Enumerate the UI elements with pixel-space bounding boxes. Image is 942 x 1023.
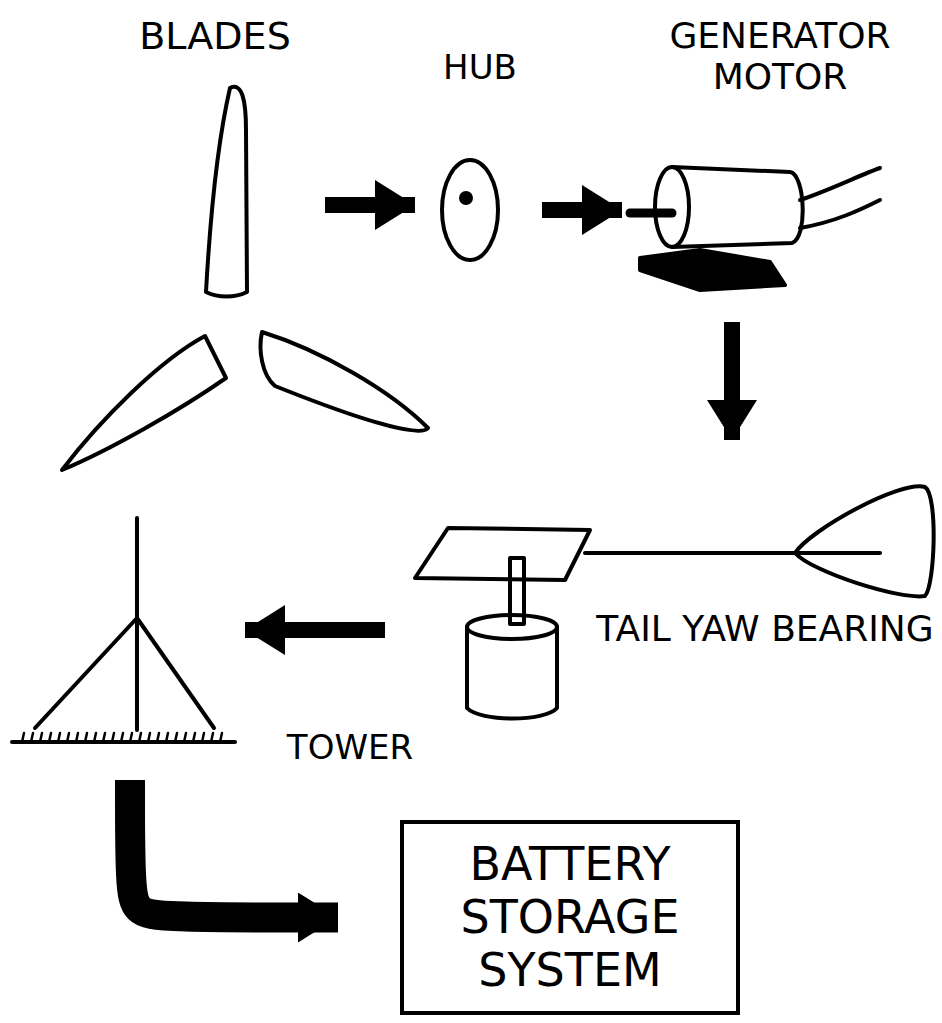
grass-stroke (202, 733, 204, 742)
grass-stroke (40, 733, 42, 742)
grass-stroke (112, 733, 114, 742)
grass-stroke (193, 733, 195, 742)
grass-stroke (148, 733, 150, 742)
flow-arrow (325, 197, 415, 213)
blade-drawing (62, 336, 226, 470)
grass-stroke (220, 733, 222, 742)
hub-part: HUB (420, 40, 520, 265)
blades-part: BLADES (55, 15, 320, 485)
tower-part: TOWER (10, 510, 240, 750)
flow-arrow (245, 622, 385, 638)
grass-stroke (76, 733, 78, 742)
part-label: TAIL YAW BEARING (595, 608, 935, 649)
flow-arrow (542, 202, 622, 218)
grass-stroke (211, 733, 213, 742)
grass-stroke (121, 733, 123, 742)
generator-drawing (630, 167, 880, 290)
grass-stroke (67, 733, 69, 742)
grass-stroke (184, 733, 186, 742)
grass-stroke (175, 733, 177, 742)
tower-drawing (12, 518, 235, 742)
grass-stroke (157, 733, 159, 742)
grass-stroke (166, 733, 168, 742)
flow-arrow (130, 780, 338, 918)
grass-texture (22, 733, 222, 742)
blade-drawing (261, 332, 428, 431)
tail-yaw-drawing (415, 486, 934, 718)
tail-yaw-part: TAIL YAW BEARING (405, 445, 935, 720)
grass-stroke (85, 733, 87, 742)
grass-stroke (94, 733, 96, 742)
grass-stroke (31, 733, 33, 742)
part-label: HUB (430, 48, 530, 87)
storage-box: BATTERY STORAGE SYSTEM (400, 820, 740, 1015)
grass-stroke (49, 733, 51, 742)
grass-stroke (58, 733, 60, 742)
grass-stroke (130, 733, 132, 742)
grass-stroke (103, 733, 105, 742)
grass-stroke (22, 733, 24, 742)
part-label: TOWER (265, 728, 435, 767)
hub-center (461, 193, 471, 203)
hub-drawing (442, 160, 498, 260)
blade-drawing (206, 87, 247, 297)
flow-arrow (724, 322, 740, 440)
box-text: BATTERY STORAGE SYSTEM (420, 838, 720, 997)
grass-stroke (139, 733, 141, 742)
part-label: GENERATOR MOTOR (645, 15, 915, 98)
part-label: BLADES (115, 15, 315, 59)
generator-part: GENERATOR MOTOR (625, 15, 900, 300)
